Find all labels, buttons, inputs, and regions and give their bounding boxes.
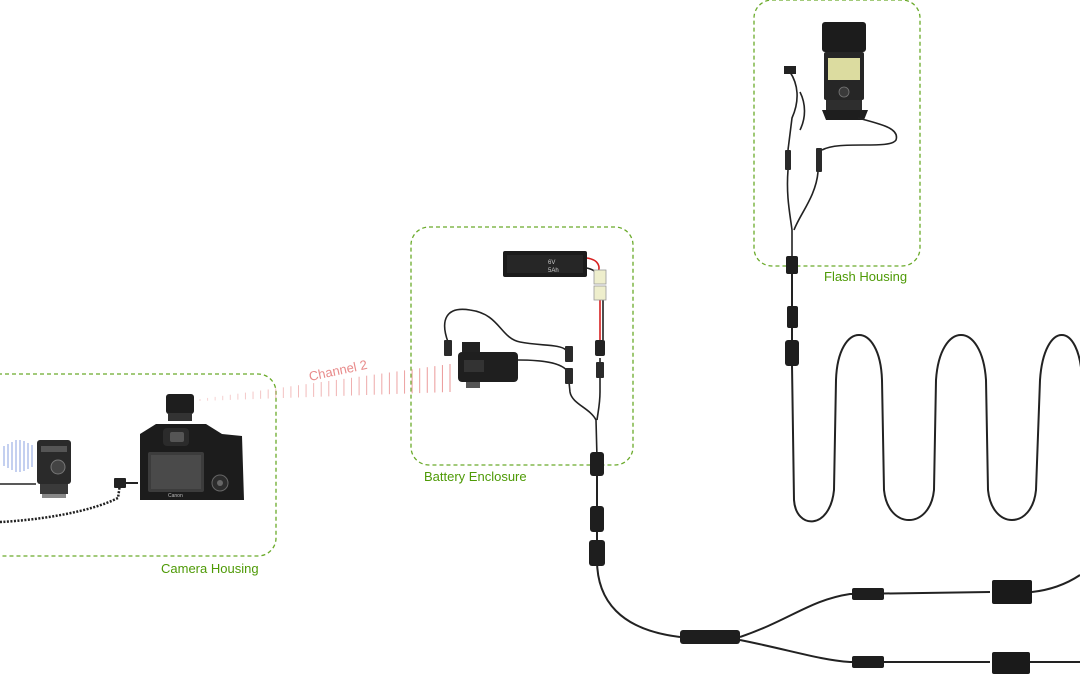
output-module-bottom (992, 652, 1030, 674)
connector-plug (785, 150, 791, 170)
waterproof-connector (786, 256, 798, 274)
output-cable-tail (1031, 574, 1080, 593)
shutter-release-plug (114, 478, 138, 488)
receiver-cables (443, 308, 601, 459)
coiled-flash-cable (791, 334, 1080, 523)
battery-connector (593, 269, 607, 356)
camera-housing-label: Camera Housing (161, 561, 259, 576)
coiled-cable (0, 483, 122, 524)
pc-sync-plug (784, 66, 796, 74)
flash-housing-label: Flash Housing (824, 269, 908, 284)
y-splitter (680, 630, 740, 644)
connector-plug (596, 362, 604, 378)
flash-housing-box (753, 0, 921, 267)
channel-signal (199, 364, 451, 401)
waterproof-connector (785, 340, 799, 366)
output-cable-bottom (739, 639, 990, 663)
battery-enclosure-box (410, 226, 634, 466)
battery-enclosure-label: Battery Enclosure (424, 469, 527, 484)
camera-brand-text: Canon (168, 493, 183, 499)
battery-capacity-text: 5Ah (548, 268, 559, 274)
radio-trigger-transmitter (37, 440, 71, 498)
camera-housing-box (0, 373, 277, 557)
inline-connector (852, 588, 884, 600)
output-cable-top (739, 591, 991, 638)
waterproof-connector (589, 540, 605, 566)
flash-cables (786, 71, 898, 258)
connector-plug (565, 346, 573, 362)
waterproof-connector (590, 452, 604, 476)
main-cables (596, 274, 1080, 663)
radio-trigger-receiver (458, 342, 518, 388)
waterproof-connector (590, 506, 604, 532)
speedlite-flash (822, 22, 868, 120)
connector-plug (816, 148, 822, 172)
battery-voltage-text: 6V (548, 260, 555, 266)
waterproof-connector (787, 306, 798, 328)
receiver-signal (3, 440, 33, 472)
battery-pack: 6V 5Ah (503, 251, 587, 277)
connector-plug (565, 368, 573, 384)
receiver-plug (444, 340, 452, 356)
inline-connector (852, 656, 884, 668)
output-module-top (992, 580, 1032, 604)
camera-body: Canon (140, 394, 244, 500)
splitter-cable (596, 559, 681, 638)
